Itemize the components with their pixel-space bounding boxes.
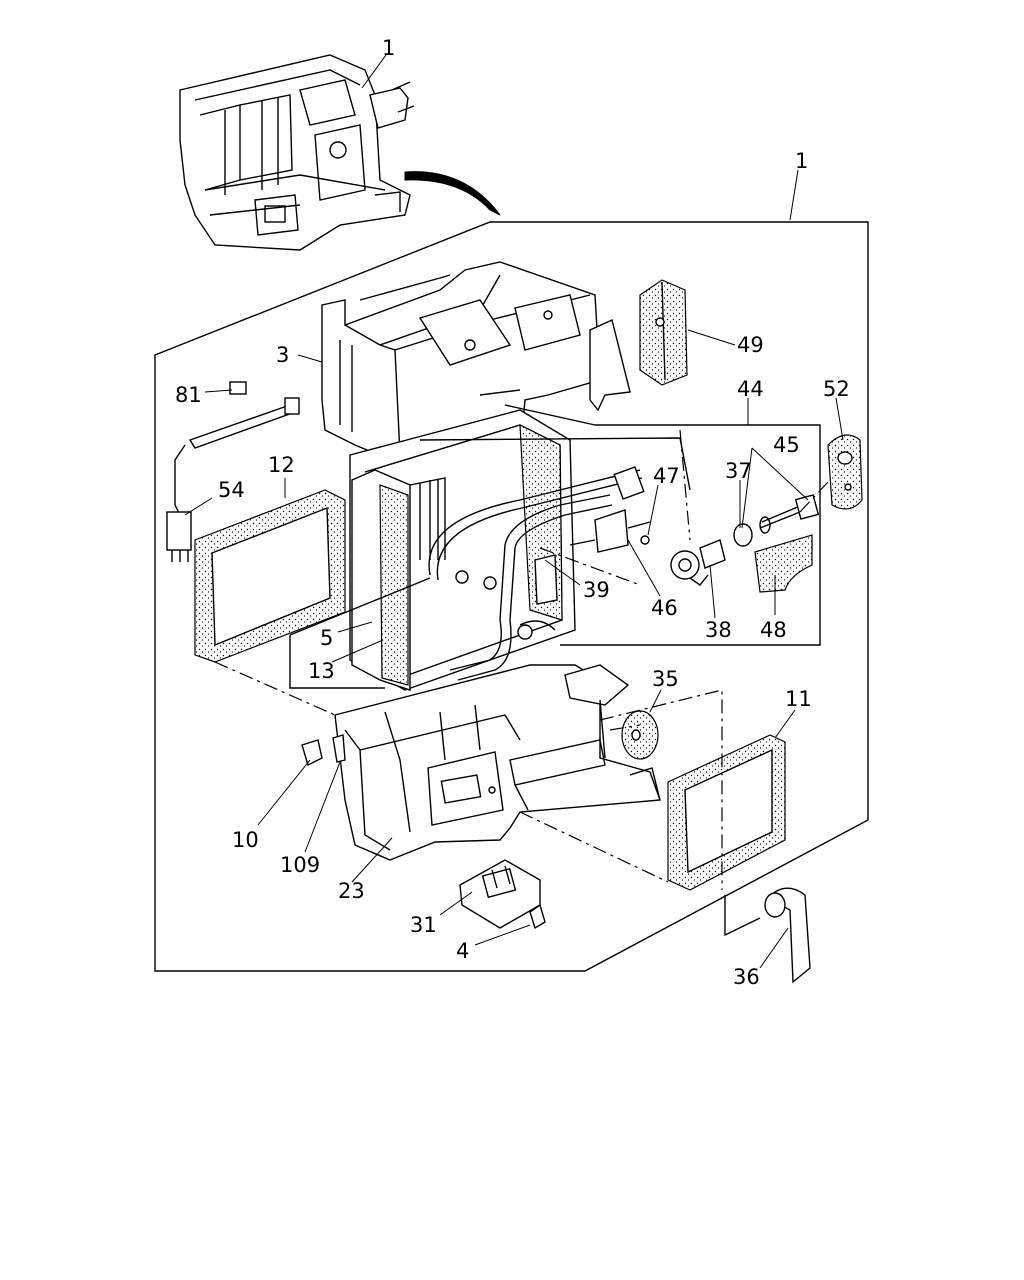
grommet-52 xyxy=(827,434,863,510)
callout-46: 46 xyxy=(651,596,678,620)
mounting-screw xyxy=(529,903,546,930)
clip-10 xyxy=(301,739,323,766)
callout-1-top: 1 xyxy=(382,36,395,60)
callout-45: 45 xyxy=(773,433,800,457)
callout-36: 36 xyxy=(733,965,760,989)
lower-case xyxy=(334,664,661,861)
valve-fittings xyxy=(670,494,820,586)
callout-10: 10 xyxy=(232,828,259,852)
foam-seal-12 xyxy=(194,489,346,663)
callout-49: 49 xyxy=(737,333,764,357)
foam-pad-48 xyxy=(754,534,813,593)
callout-3: 3 xyxy=(276,343,289,367)
callout-5: 5 xyxy=(320,626,333,650)
callout-23: 23 xyxy=(338,879,365,903)
exploded-view-frame xyxy=(154,221,869,972)
callout-13: 13 xyxy=(308,659,335,683)
callout-4: 4 xyxy=(456,939,469,963)
callout-38: 38 xyxy=(705,618,732,642)
upper-case xyxy=(321,261,631,471)
callout-54: 54 xyxy=(218,478,245,502)
pipe-subframe xyxy=(289,404,821,689)
callout-52: 52 xyxy=(823,377,850,401)
leader-lines xyxy=(184,54,844,969)
callout-31: 31 xyxy=(410,913,437,937)
expand-arrow-icon xyxy=(404,171,501,216)
callout-39: 39 xyxy=(583,578,610,602)
heater-core xyxy=(351,469,446,691)
duct-elbow-36 xyxy=(764,887,811,984)
callout-12: 12 xyxy=(268,453,295,477)
bolt-109 xyxy=(332,734,346,763)
callout-37: 37 xyxy=(725,459,752,483)
callout-48: 48 xyxy=(760,618,787,642)
callout-labels: 1 1 3 81 49 44 52 45 12 54 47 37 39 46 3… xyxy=(175,36,850,989)
blower-wheel xyxy=(621,710,659,760)
callout-109: 109 xyxy=(280,853,320,877)
assembled-hvac-unit xyxy=(179,54,415,251)
callout-81: 81 xyxy=(175,383,202,407)
callout-35: 35 xyxy=(652,667,679,691)
refrigerant-pipes xyxy=(428,466,645,681)
thermistor-sensor xyxy=(166,381,300,562)
callout-11: 11 xyxy=(785,687,812,711)
expansion-valve xyxy=(569,509,651,553)
foam-seal-11 xyxy=(667,734,786,891)
blower-resistor xyxy=(459,859,541,929)
callout-44: 44 xyxy=(737,377,764,401)
callout-1-frame: 1 xyxy=(795,149,808,173)
callout-47: 47 xyxy=(653,464,680,488)
